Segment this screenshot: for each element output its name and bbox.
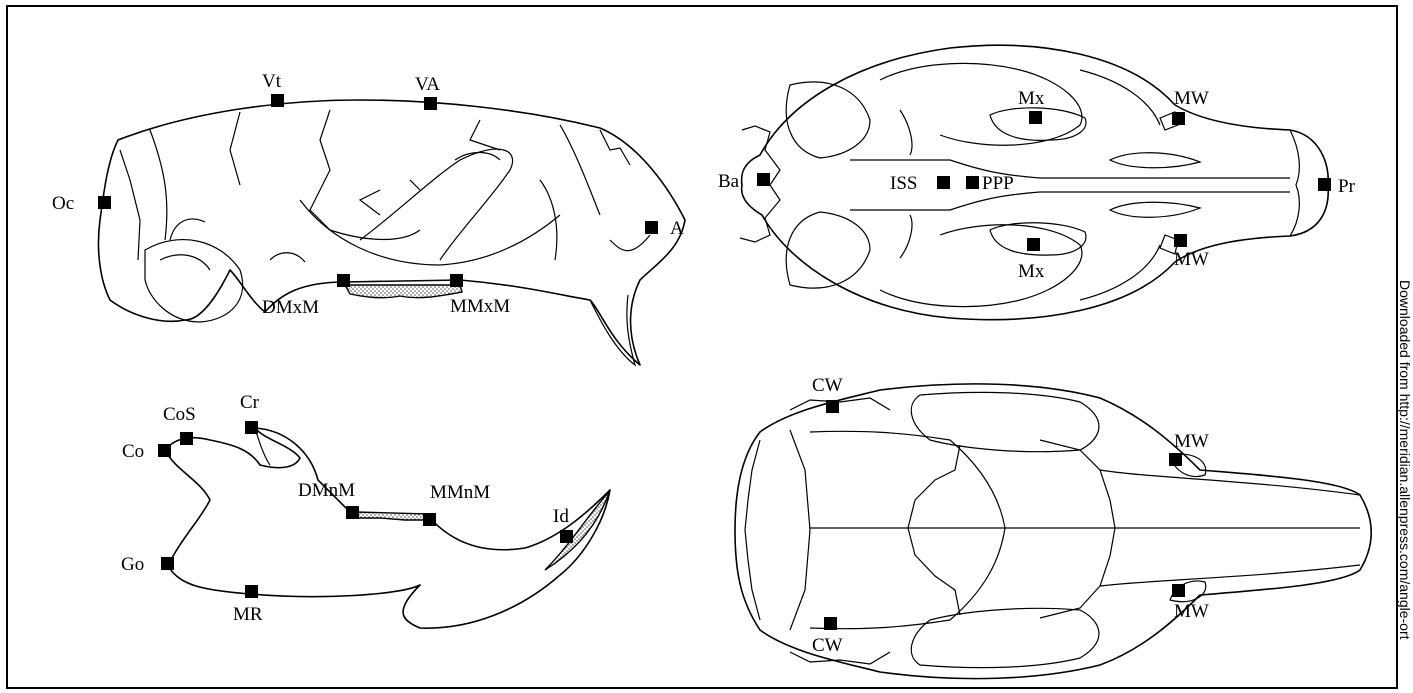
landmark-label-ppp: PPP: [982, 173, 1014, 194]
landmark-label-oc: Oc: [52, 193, 74, 214]
dorsal-skull-view: CW CW MW MW: [735, 375, 1371, 679]
landmark-label-id: Id: [553, 506, 569, 527]
lateral-skull-view: Vt VA Oc A DMxM MMxM: [52, 71, 685, 365]
landmark-label-mw-top-dorsal: MW: [1174, 431, 1209, 452]
landmark-label-dmxm: DMxM: [262, 297, 319, 318]
landmark-label-mmnm: MMnM: [430, 482, 490, 503]
landmark-label-cos: CoS: [163, 404, 196, 425]
landmark-label-cr: Cr: [240, 392, 260, 413]
ventral-skull-view: Mx Mx MW MW Ba ISS PPP Pr: [718, 45, 1356, 319]
landmark-label-cw-bottom: CW: [812, 635, 843, 656]
mandible-view: CoS Cr Co DMnM MMnM Id Go MR: [121, 392, 610, 628]
landmark-label-pr: Pr: [1338, 176, 1356, 197]
download-notice: Downloaded from http://meridian.allenpre…: [1397, 280, 1413, 640]
landmark-label-mx-bottom: Mx: [1018, 261, 1045, 282]
landmark-label-vt: Vt: [262, 71, 282, 92]
landmark-label-dmnm: DMnM: [298, 480, 355, 501]
landmark-label-mw-bottom: MW: [1174, 249, 1209, 270]
landmark-label-a: A: [670, 218, 684, 239]
landmark-label-co: Co: [122, 441, 144, 462]
landmark-label-mmxm: MMxM: [450, 296, 510, 317]
landmark-label-cw-top: CW: [812, 375, 843, 396]
landmark-label-go: Go: [121, 554, 144, 575]
landmark-label-mr: MR: [233, 604, 263, 625]
landmark-label-va: VA: [415, 74, 440, 95]
landmark-label-mx-top: Mx: [1018, 88, 1045, 109]
landmark-label-iss: ISS: [890, 173, 917, 194]
landmark-label-ba: Ba: [718, 171, 740, 192]
landmark-label-mw-top: MW: [1174, 88, 1209, 109]
landmark-label-mw-bottom-dorsal: MW: [1174, 601, 1209, 622]
